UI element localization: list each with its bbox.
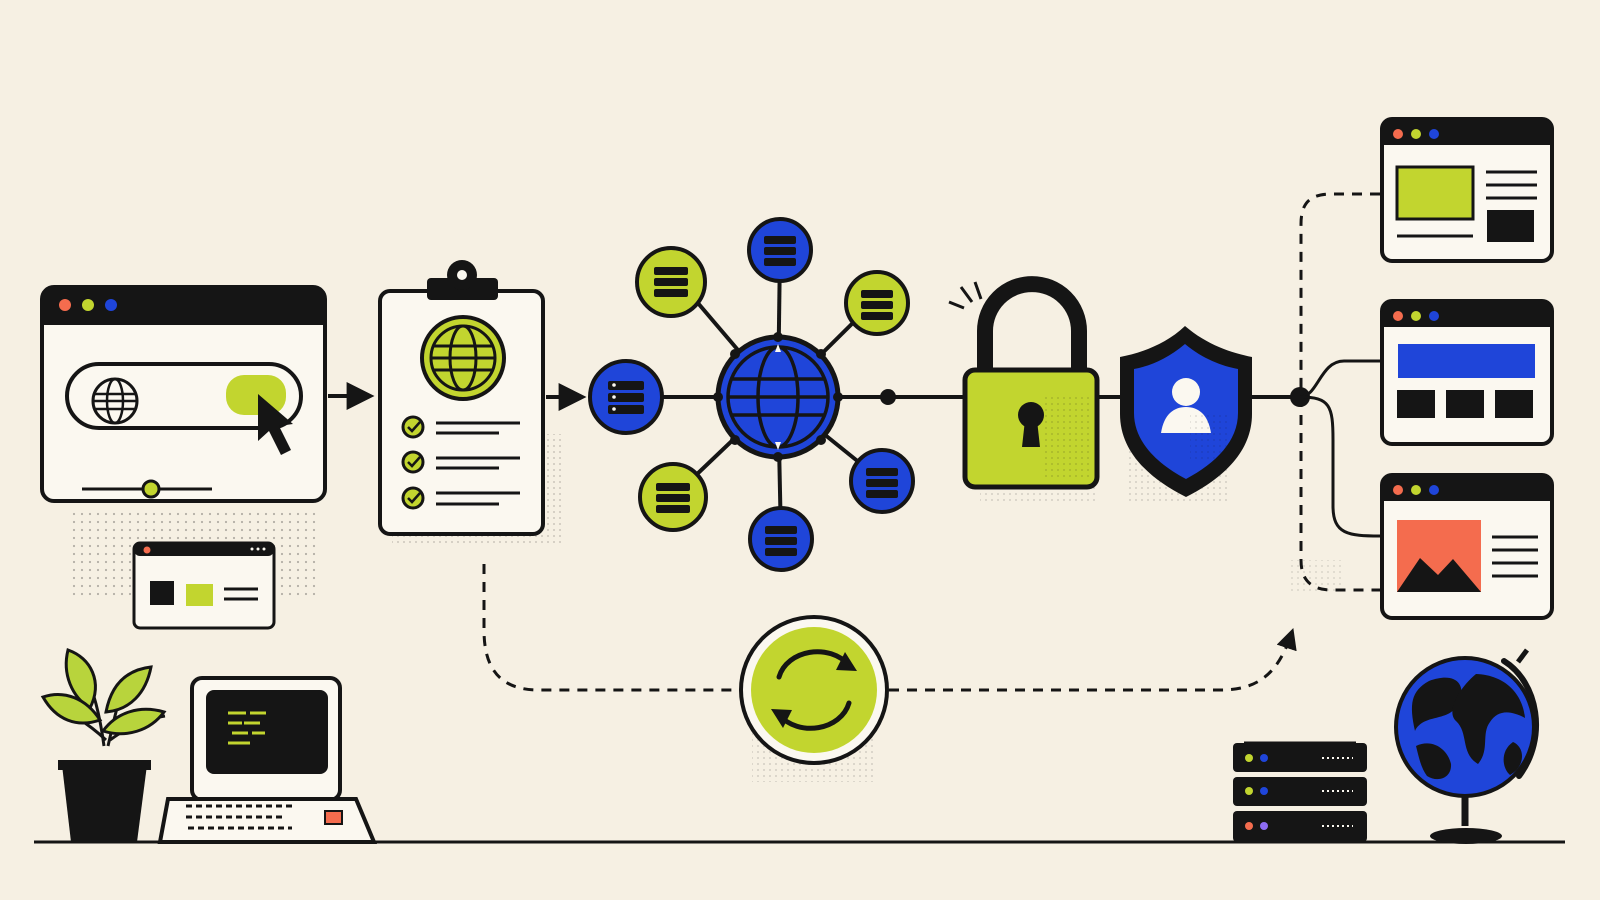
window-yellow-dot (82, 299, 94, 311)
server-node-bottom-left (638, 462, 708, 532)
output-page-bottom (1380, 473, 1554, 620)
padlock-icon (977, 276, 1087, 378)
browser-request-window (40, 285, 327, 503)
globe-icon (420, 315, 506, 401)
connection-node (880, 389, 896, 405)
server-rack-icon (1233, 741, 1367, 842)
server-icon (764, 236, 796, 266)
mini-browser-window (132, 541, 276, 630)
dashed-output-branches (1299, 192, 1380, 592)
server-node-top-right (844, 270, 910, 336)
checkmark-icon (401, 486, 425, 510)
checkmark-icon (401, 415, 425, 439)
window-red-dot (59, 299, 71, 311)
cursor-arrow-icon (258, 394, 293, 455)
server-node-bottom (748, 506, 814, 572)
checklist (401, 415, 520, 510)
desk-globe-icon (1394, 648, 1540, 844)
output-page-middle (1380, 299, 1554, 446)
output-branches (1299, 359, 1381, 538)
encryption-padlock (948, 276, 1100, 490)
server-node-bottom-right (849, 448, 915, 514)
progress-slider-knob (141, 479, 161, 499)
output-page-top (1380, 117, 1554, 263)
sync-button (739, 615, 889, 765)
globe-icon (91, 377, 139, 425)
plant-icon (40, 648, 167, 842)
user-protection-shield (1120, 326, 1252, 497)
server-node-left (588, 359, 664, 435)
retro-computer-icon (157, 676, 378, 844)
server-icon (654, 267, 688, 297)
server-icon (765, 526, 797, 556)
sync-dashed-path (482, 564, 1292, 692)
search-button (226, 375, 286, 415)
hub-globe (713, 332, 843, 462)
server-node-top-left (635, 246, 707, 318)
server-icon (866, 468, 898, 498)
validation-clipboard (378, 260, 545, 536)
server-icon (608, 381, 644, 414)
server-icon (861, 290, 893, 320)
window-blue-dot (105, 299, 117, 311)
server-icon (656, 483, 690, 513)
server-node-top (747, 217, 813, 283)
checkmark-icon (401, 450, 425, 474)
